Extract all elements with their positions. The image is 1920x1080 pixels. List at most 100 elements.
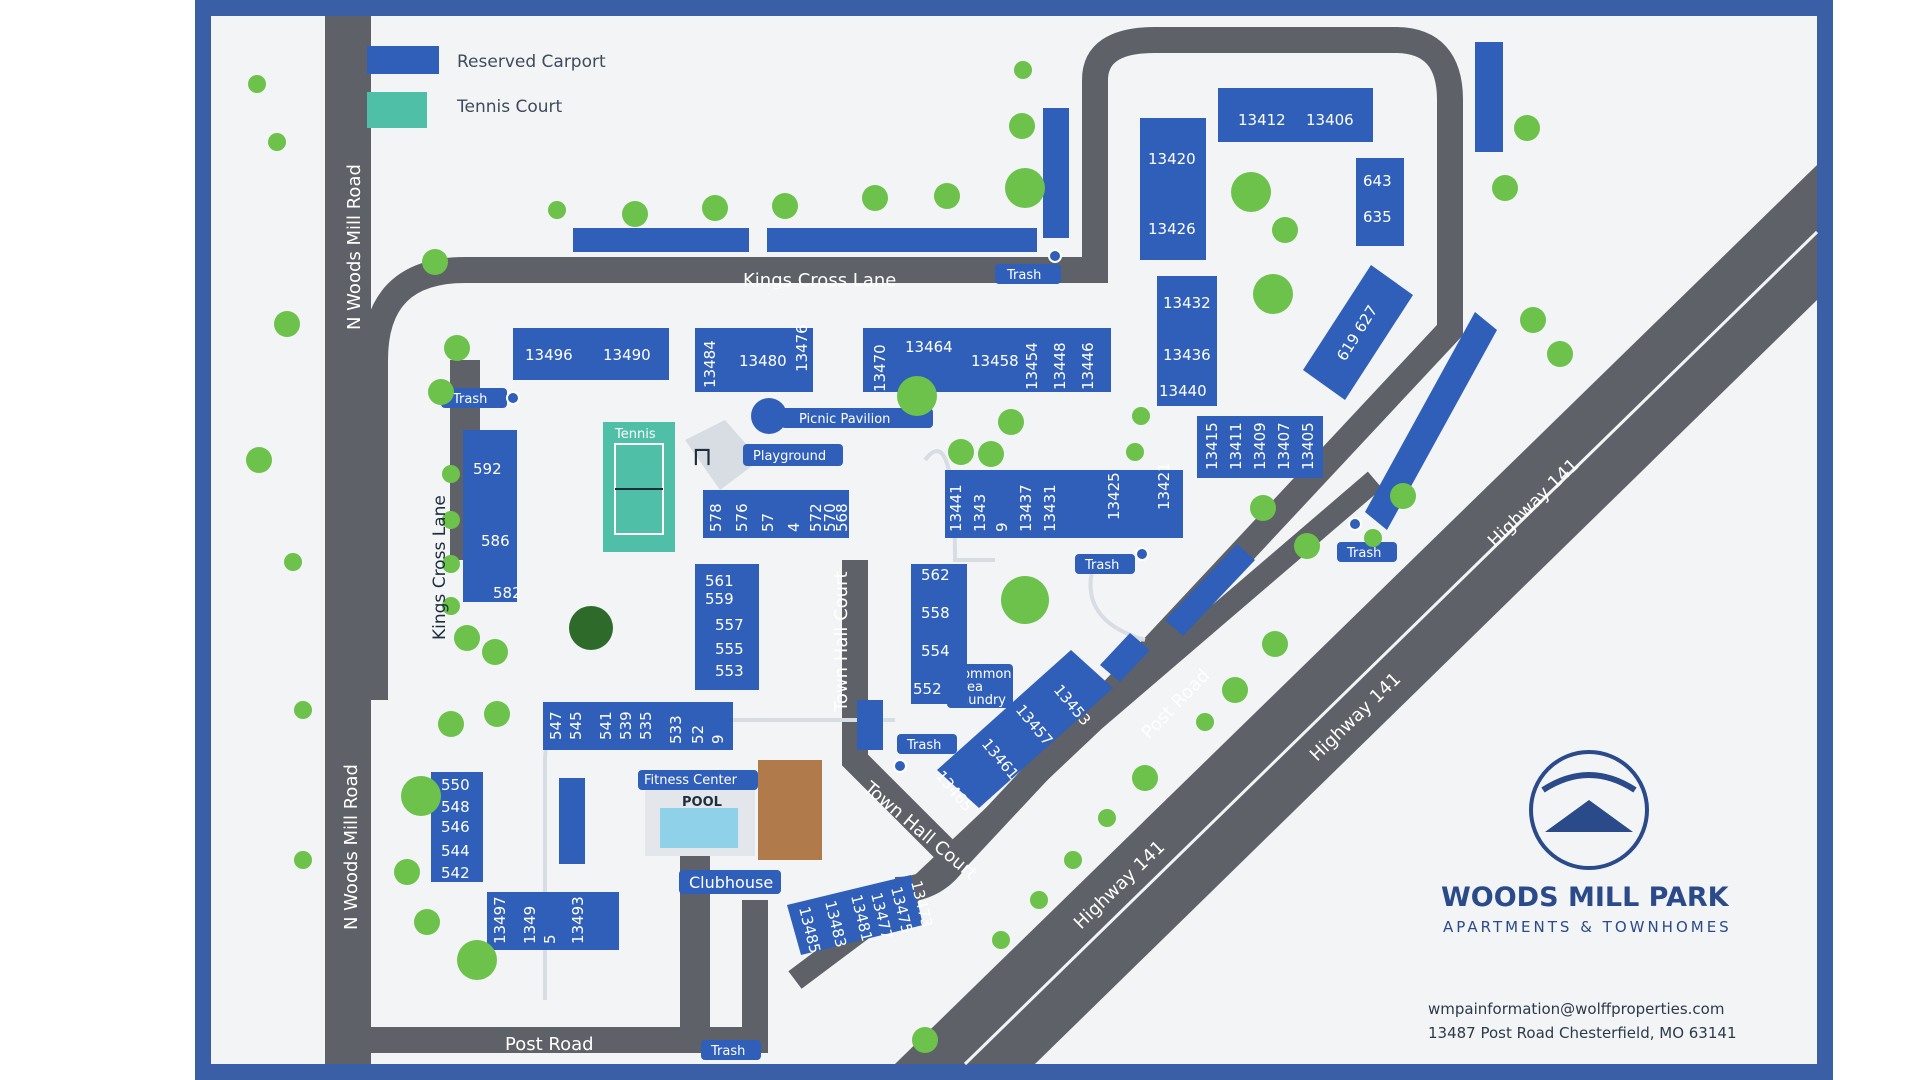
building-label: 13411 <box>1227 422 1245 470</box>
building-label: 586 <box>481 532 510 550</box>
building-label: 13441 <box>947 484 965 532</box>
building-label: 548 <box>441 798 470 816</box>
trash-marker <box>506 391 520 405</box>
building-label: 1349 <box>521 906 539 944</box>
tree-cluster <box>246 61 1573 1053</box>
carport <box>1100 633 1150 682</box>
trash-badge[interactable]: Trash <box>995 249 1062 284</box>
building[interactable]: 13496 13490 <box>513 328 669 380</box>
building-label: 539 <box>617 711 635 740</box>
carport <box>857 700 883 750</box>
building-label: 13493 <box>569 896 587 944</box>
fitness-center-label: Fitness Center <box>644 773 738 788</box>
trash-badge[interactable]: Trash <box>1337 517 1397 562</box>
building-label: 562 <box>921 566 950 584</box>
pool[interactable] <box>660 808 738 848</box>
trash-badge[interactable]: Trash <box>893 734 957 773</box>
legend-carport-swatch <box>367 46 439 74</box>
building-label: 561 <box>705 572 734 590</box>
building-label: 541 <box>597 711 615 740</box>
playground-area <box>685 420 760 490</box>
building-label: 13470 <box>871 344 889 392</box>
building-label: 13454 <box>1023 342 1041 390</box>
building-label: 13421 <box>1155 462 1173 510</box>
tennis-label: Tennis <box>614 427 656 442</box>
building-label: 557 <box>715 616 744 634</box>
building-label: 13490 <box>603 346 651 364</box>
building-label: 13440 <box>1159 382 1207 400</box>
carport <box>559 778 585 864</box>
fitness-center-badge[interactable] <box>638 770 758 790</box>
trash-badge[interactable]: Trash <box>1075 547 1149 574</box>
road-label-n-woods-mill-top: N Woods Mill Road <box>344 164 365 330</box>
building-label: 13448 <box>1051 342 1069 390</box>
contact-email[interactable]: wmpainformation@wolffproperties.com <box>1428 1000 1724 1018</box>
building-label: 13426 <box>1148 220 1196 238</box>
highway-median <box>963 230 1819 1066</box>
picnic-pavilion-badge[interactable] <box>781 408 933 428</box>
building-label: 552 <box>913 680 942 698</box>
building-label: 13431 <box>1041 484 1059 532</box>
clubhouse-label: Clubhouse <box>689 873 773 892</box>
clubhouse-badge[interactable] <box>679 870 781 894</box>
road-label-kings-cross-left: Kings Cross Lane <box>430 495 450 640</box>
carport <box>767 228 1037 252</box>
building-label: 5 <box>541 934 559 944</box>
trash-badge[interactable]: Trash <box>701 1040 761 1060</box>
trash-label: Trash <box>1084 558 1119 573</box>
clubhouse-roof <box>758 760 822 860</box>
building[interactable]: 619 627 <box>1303 265 1413 400</box>
building-label: 13458 <box>971 352 1019 370</box>
building-label: 13415 <box>1203 422 1221 470</box>
carport <box>1475 42 1503 152</box>
building-label: 13425 <box>1105 472 1123 520</box>
building-label: 13496 <box>525 346 573 364</box>
building-label: 13476 <box>793 324 811 372</box>
picnic-pavilion-label: Picnic Pavilion <box>799 412 890 427</box>
building-label: 568 <box>833 503 851 532</box>
road-label-town-hall-court-1: Town Hall Court <box>831 571 852 713</box>
trash-marker <box>1135 547 1149 561</box>
trash-label: Trash <box>1346 546 1381 561</box>
building-label: 9 <box>709 734 727 744</box>
road-label-post-road-bottom: Post Road <box>505 1034 594 1055</box>
building-label: 535 <box>637 711 655 740</box>
building-label: 13497 <box>491 896 509 944</box>
building-label: 558 <box>921 604 950 622</box>
carport <box>573 228 749 252</box>
building-label: 13446 <box>1079 342 1097 390</box>
building-label: 13464 <box>905 338 953 356</box>
picnic-pavilion-icon <box>751 398 787 434</box>
building-label: 13405 <box>1299 422 1317 470</box>
site-map[interactable]: Reserved Carport Tennis Court Tennis ⊓ P… <box>195 0 1833 1080</box>
building-label: 576 <box>733 503 751 532</box>
carport <box>1365 312 1497 530</box>
building-label: 4 <box>785 522 803 532</box>
laundry-label-1: Common <box>953 667 1012 682</box>
building-label: 559 <box>705 590 734 608</box>
road-label-kings-cross-top: Kings Cross Lane <box>743 270 896 291</box>
trash-label: Trash <box>1006 268 1041 283</box>
carport <box>1043 108 1069 238</box>
trash-marker <box>1048 249 1062 263</box>
building-label: 544 <box>441 842 470 860</box>
trash-badge[interactable]: Trash <box>441 388 520 408</box>
playground-badge[interactable] <box>743 444 843 466</box>
building-label: 635 <box>1363 208 1392 226</box>
